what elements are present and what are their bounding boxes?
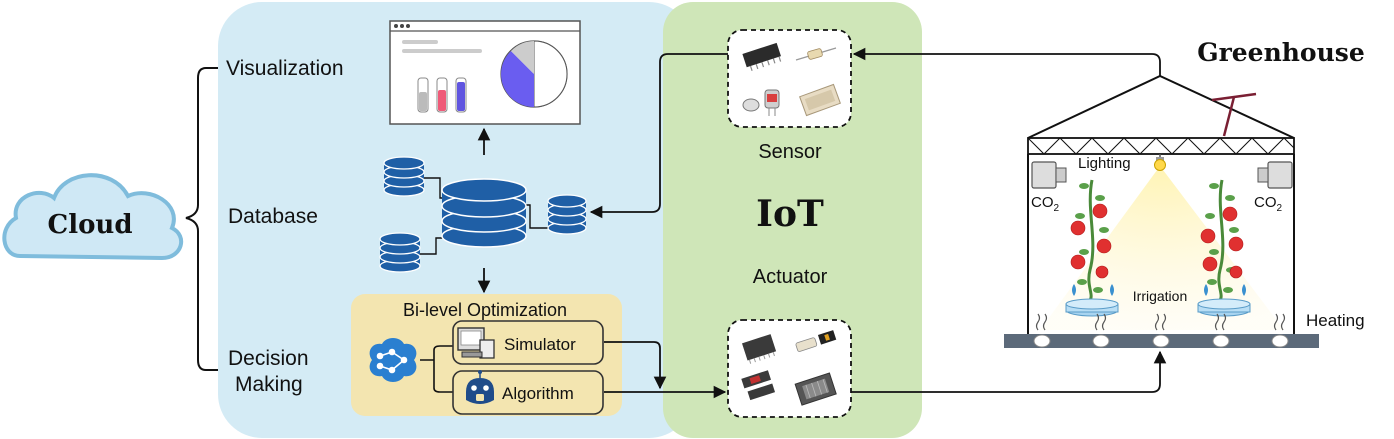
co2-emitter-left-icon [1031, 161, 1067, 189]
co2-right-label: CO2 [1254, 194, 1283, 214]
tomato-plant-left-icon [1070, 179, 1112, 301]
arrow-greenhouse-to-sensor [852, 47, 1161, 76]
optimization-branch [420, 345, 453, 393]
cloud-brace [185, 67, 218, 371]
arrow-simulator-to-actuator [604, 341, 667, 390]
sensor-box [727, 29, 852, 128]
lightbulb-icon [1154, 154, 1166, 171]
database-icon-main [441, 178, 527, 248]
simulator-label: Simulator [504, 335, 576, 354]
heating-elements-icon [1033, 334, 1289, 348]
optimization-title: Bi-level Optimization [403, 300, 567, 320]
database-icon-small-right [547, 194, 587, 235]
cloud-label: Cloud [48, 210, 133, 240]
actuator-components-icon [741, 330, 837, 406]
co2-emitter-right-icon [1257, 161, 1293, 189]
irrigation-pot-left-icon [1065, 284, 1119, 317]
cloud-icon [2, 173, 184, 261]
truss-lattice [1027, 137, 1295, 155]
tomato-plant-right-icon [1200, 179, 1244, 301]
heat-wave-icons [1035, 313, 1286, 331]
greenhouse-truss [1027, 137, 1295, 155]
lighting-label: Lighting [1078, 155, 1131, 172]
irrigation-pot-right-icon [1197, 284, 1251, 317]
neural-network-icon [369, 338, 417, 382]
arrow-sensor-to-database [589, 53, 728, 219]
roof-vent-icon [1211, 92, 1257, 137]
database-icon-small-bottom [379, 232, 421, 273]
actuator-label: Actuator [753, 266, 828, 288]
algorithm-label: Algorithm [502, 384, 574, 403]
robot-icon [466, 370, 494, 404]
arrow-actuator-to-greenhouse [851, 350, 1167, 393]
sensor-label: Sensor [758, 141, 822, 163]
dashboard-window-icon [389, 20, 581, 125]
decision-label-line1: Decision [228, 347, 309, 370]
computer-icon [457, 327, 495, 359]
irrigation-label: Irrigation [1133, 288, 1187, 304]
greenhouse-roof [1027, 74, 1295, 139]
visualization-label: Visualization [226, 57, 344, 80]
database-label: Database [228, 205, 318, 228]
heating-label: Heating [1306, 311, 1365, 330]
database-icon-small-top [383, 156, 425, 197]
iot-title: IoT [756, 193, 824, 235]
sensor-components-icon [742, 42, 841, 117]
decision-label-line2: Making [235, 373, 303, 396]
greenhouse-title: Greenhouse [1197, 38, 1365, 67]
co2-left-label: CO2 [1031, 194, 1060, 214]
